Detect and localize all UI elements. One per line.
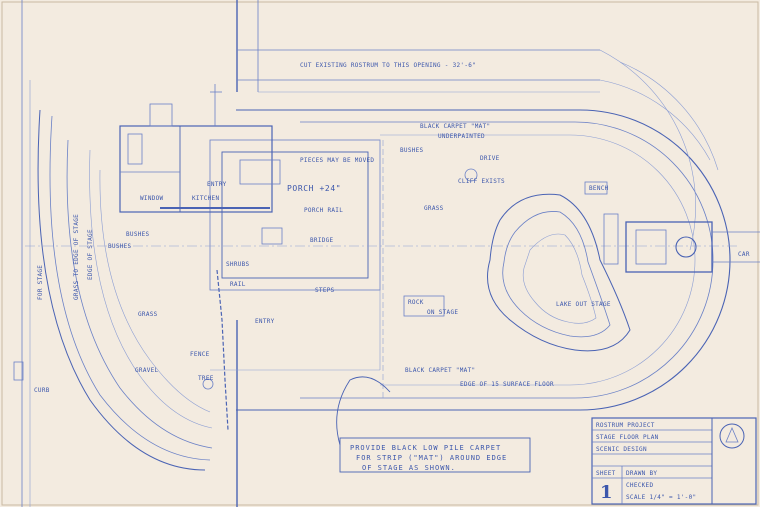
note-lake: LAKE OUT STAGE	[556, 301, 611, 308]
title-project: ROSTRUM PROJECT	[596, 422, 655, 429]
rock-block	[403, 295, 445, 317]
callout-line-2: FOR STRIP ("MAT") AROUND EDGE	[356, 454, 507, 462]
callout-leader	[336, 376, 391, 446]
note-carpet-mat-bottom: BLACK CARPET "MAT"	[405, 367, 475, 374]
note-bridge: BRIDGE	[310, 237, 334, 244]
note-drive: DRIVE	[480, 155, 500, 162]
note-grass: GRASS	[138, 311, 158, 318]
seal-mark	[725, 426, 739, 443]
title-drawing-name: STAGE FLOOR PLAN	[596, 434, 659, 441]
callout-line-1: PROVIDE BLACK LOW PILE CARPET	[350, 444, 501, 452]
note-bench: BENCH	[589, 185, 609, 192]
car-body	[625, 221, 713, 273]
note-plan-left-3: EDGE OF STAGE	[87, 229, 94, 280]
note-kitchen: KITCHEN	[192, 195, 219, 202]
title-design: SCENIC DESIGN	[596, 446, 647, 453]
note-fence: FENCE	[190, 351, 210, 358]
house-fixture-1	[127, 133, 143, 165]
note-cut-existing: CUT EXISTING ROSTRUM TO THIS OPENING - 3…	[300, 62, 476, 69]
note-bushes-right: BUSHES	[400, 147, 424, 154]
note-gravel: GRAVEL	[135, 367, 159, 374]
car-wheel	[675, 236, 697, 258]
curb-marker	[13, 361, 24, 381]
outer-arc-3	[619, 61, 719, 171]
note-cliff: CLIFF EXISTS	[458, 178, 505, 185]
note-grass-right: GRASS	[424, 205, 444, 212]
title-checked: CHECKED	[626, 482, 653, 489]
tree-marker-2	[202, 378, 214, 390]
house-fixture-2	[149, 103, 173, 127]
porch-bench	[261, 227, 283, 245]
lake-contour-3	[522, 233, 597, 324]
house-outline	[119, 125, 273, 213]
road-curve-4	[89, 149, 213, 429]
outer-arc-upper	[599, 49, 696, 251]
title-sheet-label: SHEET	[596, 470, 616, 477]
note-carpet-mat-top: BLACK CARPET "MAT"	[420, 123, 490, 130]
title-sheet-number: 1	[600, 482, 613, 503]
note-plan-left-1: FOR STAGE	[37, 265, 44, 300]
tree-marker	[464, 168, 478, 182]
note-rock: ROCK	[408, 299, 424, 306]
note-curb: CURB	[34, 387, 50, 394]
note-car: CAR	[738, 251, 750, 258]
note-shrubs: SHRUBS	[226, 261, 250, 268]
outer-arc-2	[599, 79, 711, 161]
note-porch-rail: PORCH RAIL	[304, 207, 343, 214]
porch-outline	[221, 151, 369, 279]
note-entry-lower: ENTRY	[255, 318, 275, 325]
callout-line-3: OF STAGE AS SHOWN.	[362, 464, 456, 472]
note-on-stage: ON STAGE	[427, 309, 458, 316]
note-entry: ENTRY	[207, 181, 227, 188]
note-porch: PORCH +24"	[287, 184, 341, 193]
road-curve-3	[66, 139, 213, 449]
lake-contour-2	[502, 211, 611, 338]
title-drawn-by: DRAWN BY	[626, 470, 657, 477]
note-bushes-left: BUSHES	[108, 243, 132, 250]
title-scale: SCALE 1/4" = 1'-0"	[626, 494, 696, 501]
road-curve-outer	[37, 109, 206, 471]
note-edge-of-surface: EDGE OF 15 SURFACE FLOOR	[460, 381, 554, 388]
car-cabin	[635, 229, 667, 265]
note-steps: STEPS	[315, 287, 335, 294]
callout-box	[339, 437, 531, 473]
note-tree: TREE	[198, 375, 214, 382]
bench-marker	[584, 181, 608, 195]
car-ramp	[603, 213, 619, 265]
lake-contour-outer	[487, 193, 631, 352]
note-window: WINDOW	[140, 195, 164, 202]
seal-circle	[719, 423, 745, 449]
note-rail: RAIL	[230, 281, 246, 288]
title-block	[591, 417, 757, 505]
note-underpainted: UNDERPAINTED	[438, 133, 485, 140]
note-bushes: BUSHES	[126, 231, 150, 238]
porch-step	[239, 159, 281, 185]
stage-curve-3	[380, 134, 696, 386]
note-plan-left-2: GRASS TO EDGE OF STAGE	[73, 214, 80, 300]
road-curve-2	[49, 115, 211, 461]
fence-line	[216, 269, 229, 431]
note-pieces: PIECES MAY BE MOVED	[300, 157, 374, 164]
road-curve-5	[99, 169, 211, 413]
stage-outer-curve	[236, 109, 731, 411]
stage-inner-curve	[300, 121, 714, 399]
